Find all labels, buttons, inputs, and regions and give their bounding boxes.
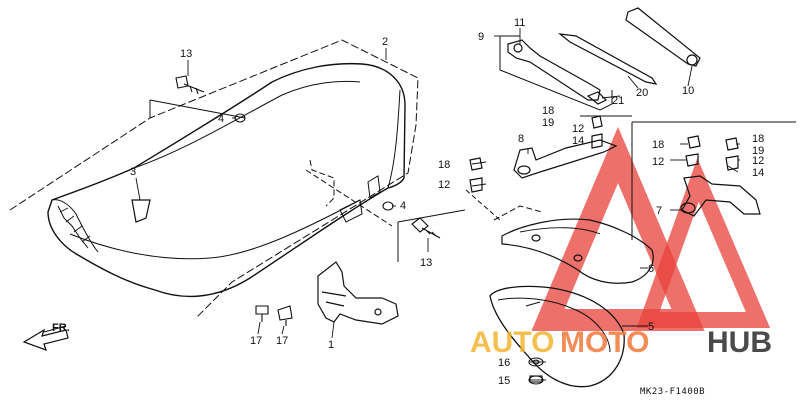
callout-7: 7 [656,205,662,217]
callout-3: 3 [130,166,136,178]
seat-assembly [9,39,466,319]
extension-bar-10 [625,7,701,67]
callout-14-b: 14 [752,167,764,179]
callout-18-a: 18 [542,105,554,117]
callout-21: 21 [612,95,624,107]
bolt-13a [175,75,205,95]
seat-cover [47,62,406,298]
callout-19-a: 19 [542,117,554,129]
front-direction-arrow: FR. [22,322,70,351]
callout-13-mid: 13 [420,257,432,269]
front-label: FR. [52,322,70,334]
callout-18-d: 18 [752,133,764,145]
bolt-17a [255,305,269,322]
callout-18-b: 18 [438,159,450,171]
callout-12-c: 12 [652,156,664,168]
watermark-text: AUTO MOTO HUB [470,326,772,359]
leader-lines [135,28,740,381]
callout-5: 5 [648,321,654,333]
callout-1: 1 [328,339,334,351]
bolt-13b [411,217,441,239]
watermark-hub: HUB [707,326,772,359]
callout-4-right: 4 [400,200,406,212]
callout-18-c: 18 [652,139,664,151]
screwdriver-21 [586,91,608,105]
callout-12-a: 12 [572,123,584,135]
callout-17-left: 17 [250,335,262,347]
callout-20: 20 [636,87,648,99]
watermark-moto: MOTO [560,326,649,359]
bracket-8 [513,139,618,179]
fender-5 [489,285,625,388]
rear-tray [465,189,654,284]
watermark-auto: AUTO [470,326,554,359]
callout-15: 15 [498,375,510,387]
callout-8: 8 [518,133,524,145]
watermark-triangle-right [636,158,771,328]
seat-frame-dashed [9,39,419,319]
callout-6: 6 [648,263,654,275]
callout-4-left: 4 [218,113,224,125]
callout-10: 10 [682,85,694,97]
callout-14-a: 14 [572,135,584,147]
callout-2: 2 [382,36,388,48]
seat-latch [131,199,151,223]
callout-19-b: 19 [752,145,764,157]
watermark-triangle-left [531,126,705,331]
callout-13-top: 13 [180,48,192,60]
rear-fender [489,285,625,388]
callout-16: 16 [498,357,510,369]
bolt-17b [277,305,293,326]
diagram-code: MK23-F1400B [640,387,705,397]
spanner-11 [507,39,601,101]
right-brackets [469,115,796,240]
wrench-20 [557,33,658,85]
tray-6 [501,218,654,284]
callout-12-d: 12 [752,155,764,167]
seat-rear-bracket [317,261,399,325]
callout-17-right: 17 [276,335,288,347]
callouts: 13 2 4 3 4 13 17 17 1 9 11 10 20 21 18 1… [130,17,764,397]
watermark-logo [531,126,771,331]
callout-12-b: 12 [438,179,450,191]
callout-9: 9 [478,31,484,43]
tool-kit-frame [499,36,613,111]
callout-11: 11 [514,17,525,29]
tool-kit [499,7,701,111]
